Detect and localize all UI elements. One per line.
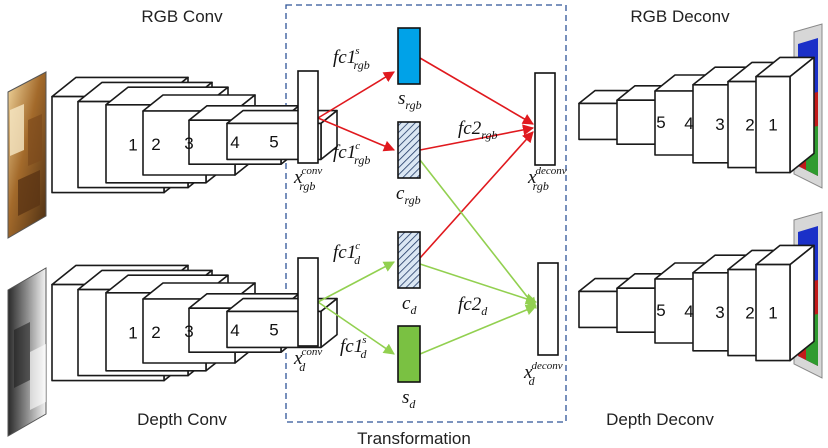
arrow-crgb-to-xrgb-deconv [419, 124, 535, 151]
title-depth-deconv: Depth Deconv [606, 410, 714, 429]
layer-face [789, 244, 815, 362]
label-fc2-d: fc2d [458, 294, 488, 318]
layer-number: 4 [230, 321, 239, 340]
arrow-cd-to-xd-deconv [419, 263, 538, 305]
c-rgb-box [397, 121, 421, 179]
layer-number: 1 [768, 304, 777, 323]
layer-number: 3 [715, 115, 724, 134]
layer-number: 5 [656, 301, 665, 320]
layer-front [755, 263, 791, 362]
transformation-box [285, 4, 567, 423]
layer-number: 1 [128, 324, 137, 343]
layer-number: 1 [768, 116, 777, 135]
x-rgb-deconv-box [534, 72, 556, 166]
arrow-xrgb-to-crgb [317, 117, 396, 152]
s-d-box [397, 325, 421, 383]
depth-input-image [7, 267, 47, 437]
layer-front [755, 75, 791, 174]
label-s-d: sd [402, 387, 416, 411]
title-rgb-deconv: RGB Deconv [630, 7, 730, 26]
layer-number: 4 [230, 133, 239, 152]
arrow-sd-to-xd-deconv [419, 304, 538, 355]
arrow-crgb-to-xd-deconv [419, 159, 537, 309]
layer-number: 2 [151, 323, 160, 342]
title-depth-conv: Depth Conv [137, 410, 227, 429]
arrows [317, 57, 538, 355]
arrow-srgb-to-xrgb-deconv [419, 57, 534, 125]
s-rgb-box [397, 27, 421, 85]
label-c-d: cd [402, 293, 417, 317]
layer-number: 2 [151, 135, 160, 154]
arrow-cd-to-xrgb-deconv [419, 131, 534, 259]
label-fc2-rgb: fc2rgb [458, 118, 497, 142]
layer-number: 2 [745, 304, 754, 323]
layer-number: 5 [656, 113, 665, 132]
label-s-rgb: srgb [398, 88, 422, 112]
title-transformation: Transformation [357, 429, 471, 448]
x-d-conv-box [297, 257, 319, 347]
c-d-box [397, 231, 421, 289]
layer-number: 5 [269, 132, 278, 151]
rgb-input-image [7, 71, 47, 239]
x-d-deconv-box [537, 262, 559, 356]
arrow-xrgb-to-srgb [317, 71, 395, 119]
arrow-xd-to-sd [317, 301, 395, 355]
layer-number: 4 [684, 302, 693, 321]
arrow-xd-to-cd [317, 261, 395, 303]
layer-face [789, 56, 815, 174]
title-rgb-conv: RGB Conv [141, 7, 223, 26]
x-rgb-conv-box [297, 70, 319, 164]
layer-number: 3 [715, 303, 724, 322]
label-c-rgb: crgb [396, 183, 421, 207]
layer-number: 3 [184, 134, 193, 153]
layer-number: 2 [745, 116, 754, 135]
layer-number: 1 [128, 136, 137, 155]
layer-number: 3 [184, 322, 193, 341]
layer-number: 4 [684, 114, 693, 133]
layer-number: 5 [269, 320, 278, 339]
